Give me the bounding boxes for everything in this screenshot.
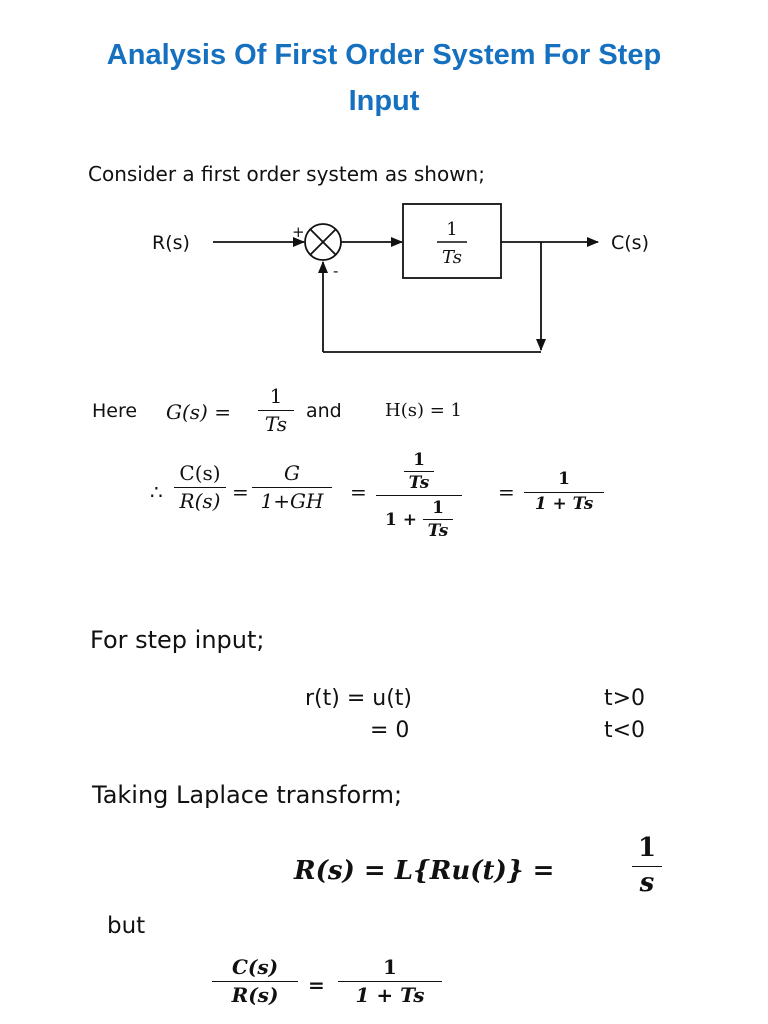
step-line-1: r(t) = u(t) [305, 686, 412, 711]
compound-den-denominator: Ts [427, 521, 449, 541]
compound-den-prefix: 1 + [385, 509, 417, 530]
ratio-bar [174, 487, 226, 488]
summing-junction [304, 223, 342, 261]
step-cond-2: t<0 [604, 718, 646, 743]
g-fraction-bar [258, 410, 294, 411]
g-lhs-text: G(s) = [166, 400, 231, 424]
but-rhs-denominator: 1 + Ts [355, 983, 425, 1007]
plus-sign: + [292, 223, 305, 241]
input-label: R(s) [152, 232, 190, 254]
block-diagram: R(s) + - 1 Ts C(s) [152, 203, 649, 353]
g-fraction: 1 Ts [258, 385, 294, 436]
step-line-2: = 0 [370, 718, 410, 743]
block-denominator: Ts [442, 247, 462, 268]
final-transfer-function: 1 1 + Ts [524, 469, 604, 514]
closed-loop-ratio: C(s) R(s) [174, 462, 226, 513]
therefore-symbol: ∴ [150, 480, 163, 504]
compound-den-bar [423, 519, 453, 520]
h-equation: H(s) = 1 [385, 400, 462, 421]
but-equals: = [308, 973, 325, 997]
ratio-numerator: C(s) [179, 461, 221, 485]
here-label: Here [92, 400, 138, 422]
laplace-bar [632, 865, 662, 867]
f2-numerator: G [284, 461, 300, 485]
page-title: Analysis Of First Order System For Step [106, 39, 662, 71]
compound-fraction: 1 Ts 1 + 1 Ts [376, 450, 462, 541]
equals-3: = [498, 480, 515, 504]
but-lhs-fraction: C(s) R(s) [212, 956, 298, 1007]
transfer-block [402, 203, 502, 279]
f4-denominator: 1 + Ts [534, 493, 594, 514]
minus-sign: - [333, 262, 338, 280]
but-rhs-numerator: 1 [383, 955, 397, 979]
but-label: but [107, 913, 146, 939]
g-numerator: 1 [269, 384, 283, 408]
laplace-denominator: s [639, 867, 655, 898]
compound-den-numerator: 1 [432, 498, 444, 518]
but-rhs-bar [338, 981, 442, 982]
compound-main-bar [376, 495, 462, 496]
inner-denominator: Ts [408, 473, 430, 493]
but-lhs-numerator: C(s) [231, 955, 279, 979]
ratio-denominator: R(s) [179, 489, 221, 513]
g-denominator: Ts [264, 412, 288, 436]
equals-1: = [232, 480, 249, 504]
compound-numerator: 1 Ts [404, 450, 434, 493]
f4-bar [524, 491, 604, 493]
laplace-numerator: 1 [637, 833, 657, 863]
and-label: and [306, 400, 342, 422]
laplace-equation: R(s) = L{Ru(t)} = [294, 856, 555, 886]
f2-denominator: 1+GH [260, 489, 324, 513]
but-lhs-bar [212, 981, 298, 982]
laplace-heading: Taking Laplace transform; [92, 781, 403, 809]
step-heading: For step input; [90, 626, 265, 654]
but-lhs-denominator: R(s) [231, 983, 279, 1007]
laplace-fraction: 1 s [632, 833, 662, 899]
f4-numerator: 1 [558, 469, 570, 489]
g-over-1-plus-gh: G 1+GH [252, 462, 332, 513]
f2-bar [252, 487, 332, 488]
but-rhs-fraction: 1 1 + Ts [338, 956, 442, 1007]
inner-bar [404, 471, 434, 472]
compound-denominator: 1 + 1 Ts [385, 498, 453, 541]
step-cond-1: t>0 [604, 686, 646, 711]
output-label: C(s) [611, 232, 649, 254]
equals-2: = [350, 480, 367, 504]
g-lhs: G(s) = [166, 400, 231, 424]
block-numerator: 1 [446, 219, 457, 240]
inner-numerator: 1 [413, 450, 425, 470]
compound-den-fraction: 1 Ts [423, 498, 453, 541]
intro-text: Consider a first order system as shown; [88, 162, 485, 186]
page-title-line-2: Input [348, 85, 420, 117]
